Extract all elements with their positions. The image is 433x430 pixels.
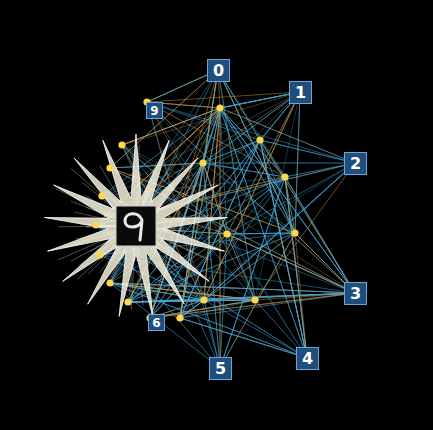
neuron-dot xyxy=(223,230,230,237)
connection-line xyxy=(220,108,295,233)
connection-line xyxy=(203,92,300,163)
class-label-box: 9 xyxy=(146,102,163,119)
class-label-box: 4 xyxy=(296,347,319,370)
connection-line xyxy=(220,108,221,368)
starburst-shape xyxy=(44,134,227,316)
connection-line xyxy=(227,92,300,234)
neuron-dot xyxy=(124,298,131,305)
connection-line xyxy=(218,70,295,233)
connection-line xyxy=(147,92,300,102)
connection-line xyxy=(227,234,255,300)
connection-line xyxy=(180,318,307,358)
connection-line xyxy=(128,293,355,302)
connection-line xyxy=(220,108,295,233)
connection-line xyxy=(260,140,295,233)
neuron-dot xyxy=(96,251,103,258)
neuron-dot xyxy=(216,104,223,111)
connection-line xyxy=(227,233,295,234)
connection-line xyxy=(204,108,220,300)
connection-line xyxy=(203,163,355,164)
neuron-dots xyxy=(92,98,298,321)
class-label-box: 5 xyxy=(209,357,232,380)
connection-line xyxy=(220,234,227,368)
connection-line xyxy=(102,196,355,293)
neuron-dot xyxy=(92,221,99,228)
connection-line xyxy=(220,108,307,358)
connection-line xyxy=(227,234,255,300)
class-label: 4 xyxy=(302,351,313,367)
class-label: 9 xyxy=(150,105,158,117)
connection-line xyxy=(295,92,300,233)
connection-line xyxy=(220,108,221,368)
connection-line xyxy=(203,163,355,164)
neuron-dot xyxy=(199,159,206,166)
class-label: 5 xyxy=(215,361,226,377)
neuron-dot xyxy=(176,314,183,321)
connection-line xyxy=(220,177,285,368)
connection-line xyxy=(203,140,260,163)
connection-line xyxy=(204,108,220,300)
neuron-dot xyxy=(251,296,258,303)
connection-line xyxy=(218,70,295,233)
connection-line xyxy=(203,163,255,300)
connection-line xyxy=(220,108,285,177)
connection-line xyxy=(220,108,355,163)
connection-line xyxy=(203,163,285,177)
connection-line xyxy=(220,108,285,177)
connection-line xyxy=(218,70,295,233)
class-label: 2 xyxy=(350,156,361,172)
connection-line xyxy=(203,92,300,163)
neuron-dot xyxy=(98,192,105,199)
connection-line xyxy=(203,140,260,163)
connection-line xyxy=(204,108,220,300)
input-digit-image xyxy=(116,206,156,246)
connection-line xyxy=(285,177,295,233)
connection-line xyxy=(110,283,307,358)
class-label: 0 xyxy=(213,63,224,79)
connection-lines xyxy=(96,70,355,368)
connection-line xyxy=(110,283,307,358)
neuron-dot xyxy=(118,141,125,148)
neuron-dot xyxy=(106,164,113,171)
connection-line xyxy=(204,300,307,358)
class-label-box: 1 xyxy=(289,81,312,104)
class-label: 3 xyxy=(350,286,361,302)
class-label-box: 6 xyxy=(148,314,165,331)
connection-line xyxy=(260,140,285,177)
neuron-dot xyxy=(281,173,288,180)
neuron-dot xyxy=(256,136,263,143)
class-label-box: 0 xyxy=(207,59,230,82)
input-starburst xyxy=(44,134,227,316)
connection-line xyxy=(203,163,295,233)
class-label-box: 3 xyxy=(344,282,367,305)
connection-line xyxy=(220,108,227,234)
connection-line xyxy=(220,177,285,368)
connection-line xyxy=(295,92,300,233)
connection-line xyxy=(227,233,295,234)
connection-line xyxy=(227,234,355,293)
connection-line xyxy=(128,92,300,302)
connection-line xyxy=(204,300,255,301)
neuron-dot xyxy=(200,296,207,303)
neuron-dot xyxy=(291,229,298,236)
connection-line xyxy=(220,108,307,358)
connection-line xyxy=(220,233,295,368)
class-label: 6 xyxy=(152,317,160,329)
class-label-box: 2 xyxy=(344,152,367,175)
connection-line xyxy=(180,318,307,358)
class-label: 1 xyxy=(295,85,306,101)
connection-line xyxy=(227,233,295,234)
connection-line xyxy=(227,233,295,234)
connection-line xyxy=(260,140,355,293)
connection-line xyxy=(204,163,355,300)
neuron-dot xyxy=(106,279,113,286)
connection-line xyxy=(285,177,295,233)
connection-line xyxy=(220,233,295,368)
connection-line xyxy=(203,163,285,177)
